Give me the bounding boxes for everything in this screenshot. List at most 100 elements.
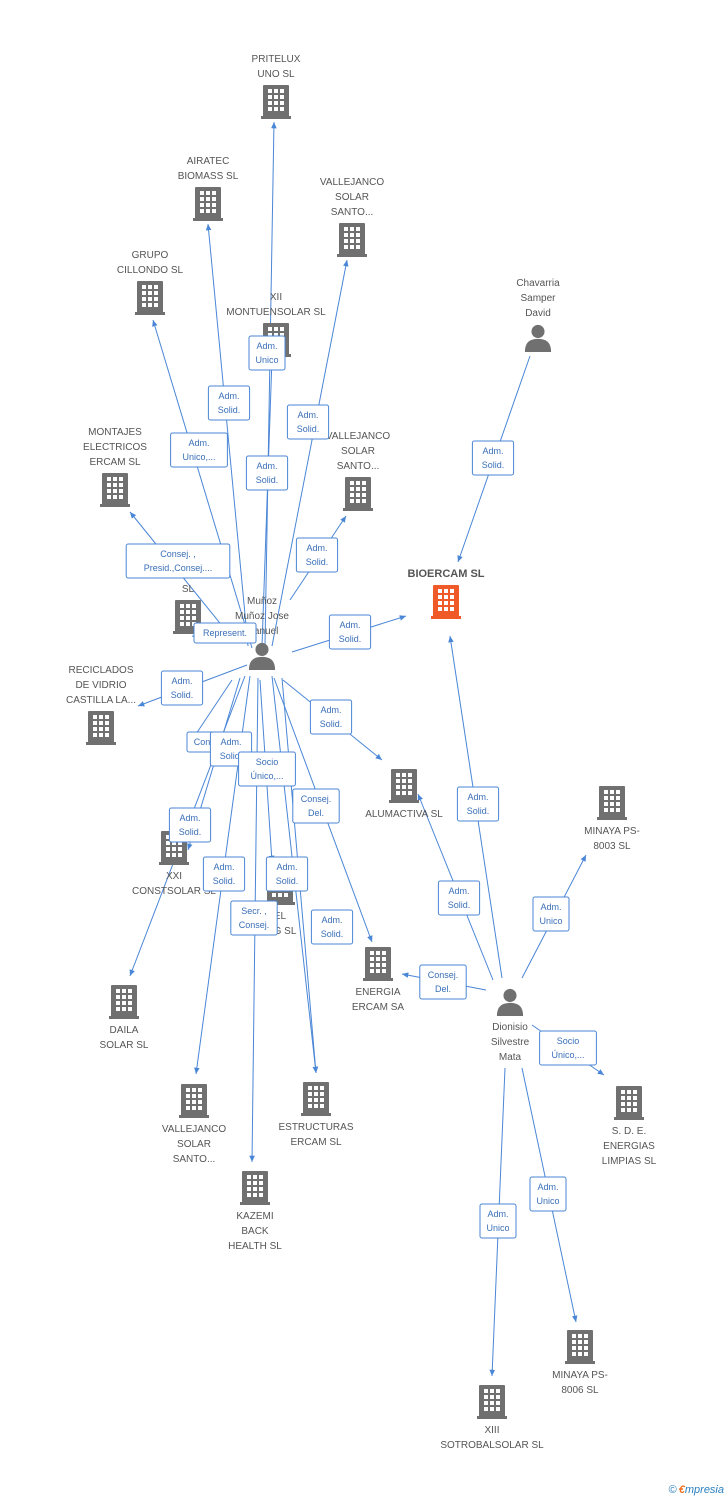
relation-badge[interactable]: Adm.Solid. — [471, 440, 515, 476]
node-vallejanco3[interactable]: VALLEJANCOSOLARSANTO... — [162, 1084, 227, 1165]
brand-footer[interactable]: ©€mpresia — [669, 1484, 724, 1496]
relation-badge[interactable]: Adm.Solid. — [295, 537, 339, 573]
relation-badge[interactable]: Adm.Unico — [479, 1203, 517, 1239]
node-label: MONTUENSOLAR SL — [226, 307, 326, 318]
relation-badge[interactable]: Consej.Del. — [292, 788, 340, 824]
relation-badge-box — [310, 909, 354, 945]
relation-badge-box — [471, 440, 515, 476]
relation-badge-label: Solid. — [171, 690, 194, 700]
building-icon — [343, 477, 373, 511]
relation-badge-label: Adm. — [297, 410, 318, 420]
relation-badge[interactable]: Adm.Solid. — [309, 699, 353, 735]
relation-badge-label: Con — [194, 737, 211, 747]
relation-badge[interactable]: Adm.Solid. — [456, 786, 500, 822]
node-minaya8006[interactable]: MINAYA PS-8006 SL — [552, 1330, 608, 1396]
node-label: Muñoz Jose — [235, 611, 289, 622]
relation-badge-label: Solid. — [321, 929, 344, 939]
relation-badge[interactable]: Adm.Unico — [248, 335, 286, 371]
node-label: David — [525, 308, 551, 319]
node-vallejanco2[interactable]: VALLEJANCOSOLARSANTO... — [326, 431, 391, 511]
relation-badge[interactable]: Secr. ,Consej. — [230, 900, 278, 936]
relation-badge-label: Adm. — [320, 705, 341, 715]
node-label: ENERGIAS — [603, 1141, 655, 1152]
relation-badge[interactable]: Adm.Solid. — [265, 856, 309, 892]
node-alumactiva[interactable]: ALUMACTIVA SL — [365, 769, 443, 820]
relation-badge-label: Adm. — [467, 792, 488, 802]
node-vallejanco1[interactable]: VALLEJANCOSOLARSANTO... — [320, 177, 385, 257]
copyright-symbol: © — [668, 1484, 677, 1496]
relation-badge-label: Unico — [536, 1196, 559, 1206]
relation-badge[interactable]: Adm.Solid. — [202, 856, 246, 892]
relation-badge[interactable]: Adm.Solid. — [310, 909, 354, 945]
relation-badge-label: Adm. — [487, 1209, 508, 1219]
node-label: AIRATEC — [187, 156, 230, 167]
node-label: VALLEJANCO — [162, 1124, 227, 1135]
node-label: SOTROBALSOLAR SL — [440, 1440, 544, 1451]
relation-badge[interactable]: Adm. Solid. — [286, 404, 330, 440]
relation-badge[interactable]: Consej.Del. — [419, 964, 467, 1000]
relation-badge[interactable]: Adm.Solid. — [328, 614, 372, 650]
relation-badge-label: Consej. — [239, 920, 270, 930]
node-bioercam[interactable]: BIOERCAM SL — [408, 568, 485, 619]
relation-badge[interactable]: Represent. — [193, 622, 257, 644]
relation-badge[interactable]: Adm. Solid. — [245, 455, 289, 491]
relation-badge-label: Socio — [256, 757, 279, 767]
building-icon — [431, 585, 461, 619]
relation-badge-label: Adm. — [256, 461, 277, 471]
node-xiii[interactable]: XIII SOTROBALSOLAR SL — [440, 1385, 544, 1451]
relation-badge[interactable]: Adm. Unico — [529, 1176, 567, 1212]
relation-badge[interactable]: Adm.Unico,... — [170, 432, 228, 468]
relation-badge-label: Adm. — [537, 1182, 558, 1192]
node-minaya8003[interactable]: MINAYA PS-8003 SL — [584, 786, 640, 852]
relation-badge-label: Solid. — [256, 475, 279, 485]
person-icon — [248, 642, 276, 670]
node-label: ESTRUCTURAS — [278, 1122, 353, 1133]
relation-badge-label: Adm. — [179, 813, 200, 823]
node-label: ERCAM SL — [89, 457, 141, 468]
node-label: SL — [182, 584, 195, 595]
node-label: Chavarria — [516, 278, 560, 289]
relation-badge-label: Adm. — [540, 902, 561, 912]
building-icon — [179, 1084, 209, 1118]
relation-badge[interactable]: SocioÚnico,... — [238, 751, 296, 787]
relation-badge[interactable]: Adm.Solid. — [168, 807, 212, 843]
relation-badge[interactable]: SocioÚnico,... — [539, 1030, 597, 1066]
relation-badge-label: Adm. — [218, 391, 239, 401]
node-label: BIOERCAM SL — [408, 568, 485, 580]
node-label: XIII — [484, 1425, 499, 1436]
relation-badge-box — [238, 751, 296, 787]
node-label: VALLEJANCO — [326, 431, 391, 442]
relation-badge[interactable]: Adm.Unico — [532, 896, 570, 932]
relation-badge[interactable]: Adm.Solid. — [160, 670, 204, 706]
relation-badge-label: Solid. — [297, 424, 320, 434]
relation-badge[interactable]: Adm.Solid. — [207, 385, 251, 421]
node-label: ENERGIA — [355, 987, 400, 998]
relation-badge-label: Consej. , — [160, 549, 196, 559]
node-label: ELECTRICOS — [83, 442, 147, 453]
node-label: SANTO... — [173, 1154, 216, 1165]
relation-badge-label: Adm. — [482, 446, 503, 456]
building-icon — [261, 85, 291, 119]
brand-logo-initial: € — [678, 1484, 685, 1496]
edge-munoz-to-xxi — [191, 679, 233, 741]
node-hidden_sl[interactable]: SL — [173, 584, 203, 634]
relation-badge[interactable]: Adm.Solid. — [437, 880, 481, 916]
building-icon — [109, 985, 139, 1019]
relation-badge[interactable]: Consej. ,Presid.,Consej.... — [125, 543, 231, 579]
